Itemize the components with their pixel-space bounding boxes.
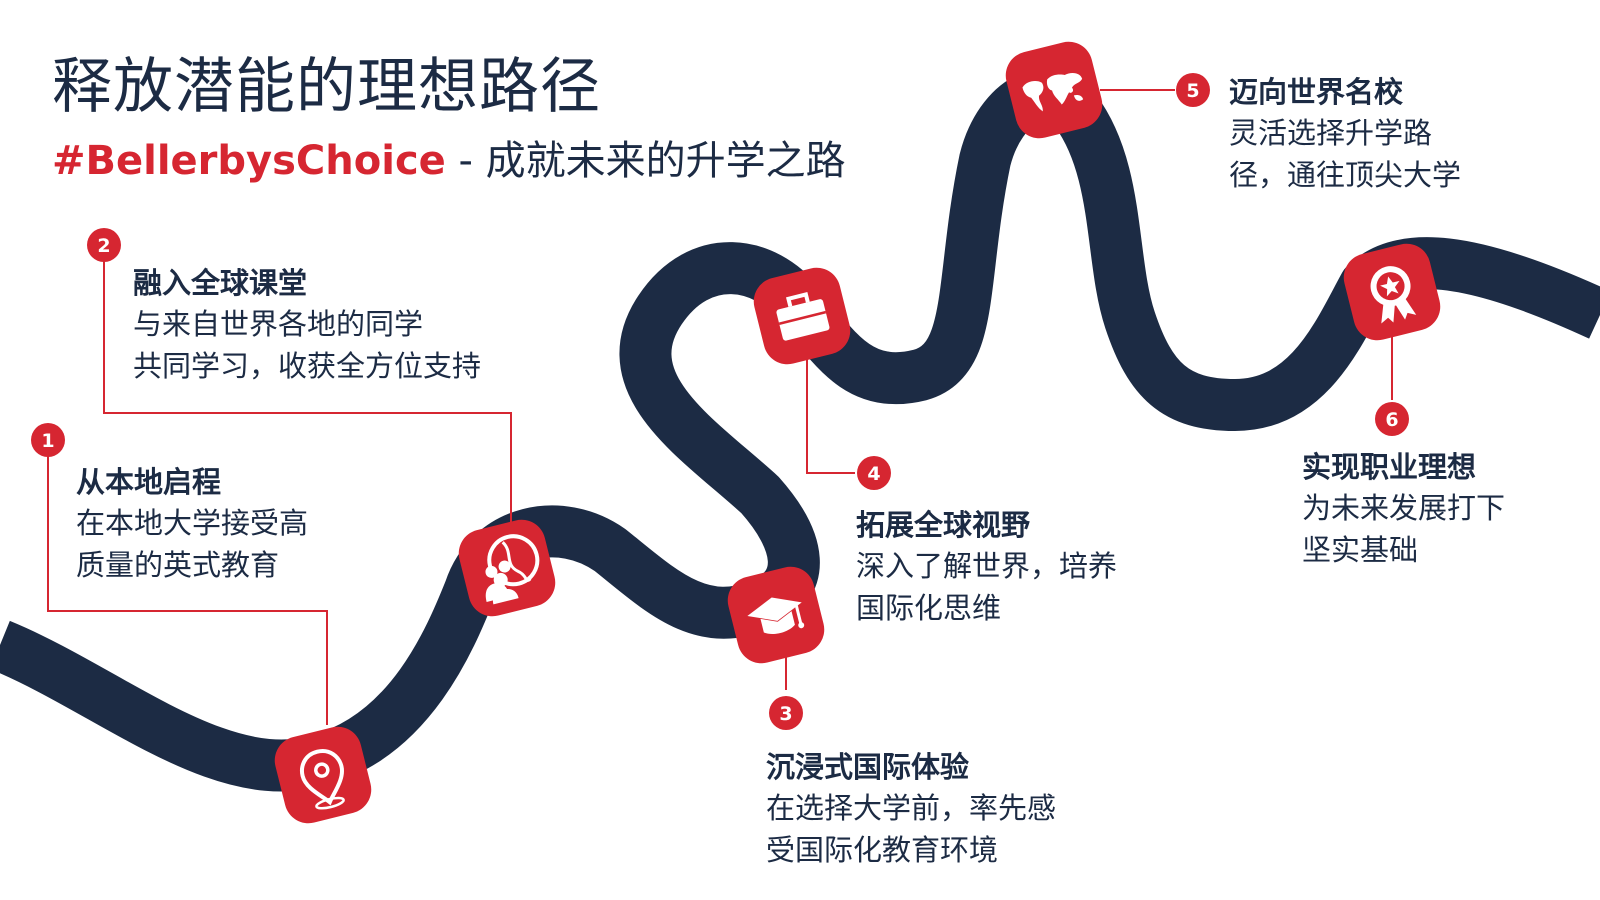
step-desc-line: 质量的英式教育 <box>76 548 280 582</box>
number-badge-2: 2 <box>87 228 121 262</box>
step-6-text: 实现职业理想 为未来发展打下 坚实基础 <box>1302 447 1505 571</box>
step-desc-line: 与来自世界各地的同学 <box>133 307 424 341</box>
step-desc-line: 受国际化教育环境 <box>766 833 999 867</box>
step-title: 迈向世界名校 <box>1229 75 1404 109</box>
number-badge-6: 6 <box>1375 402 1409 436</box>
svg-text:6: 6 <box>1385 409 1398 431</box>
svg-text:2: 2 <box>97 235 110 257</box>
step-title: 融入全球课堂 <box>133 266 308 300</box>
svg-text:3: 3 <box>779 703 792 725</box>
step-1-text: 从本地启程 在本地大学接受高 质量的英式教育 <box>76 462 308 586</box>
subtitle-text: - 成就未来的升学之路 <box>445 138 846 184</box>
students-globe-icon <box>458 519 556 617</box>
connector-lines <box>47 89 1393 725</box>
page-subtitle: #BellerbysChoice - 成就未来的升学之路 <box>52 128 846 186</box>
hashtag: #BellerbysChoice <box>52 138 446 184</box>
connector-2 <box>103 260 512 525</box>
number-badge-1: 1 <box>31 423 65 457</box>
step-desc-line: 坚实基础 <box>1302 533 1419 567</box>
connector-1 <box>47 450 328 725</box>
step-desc-line: 灵活选择升学路 <box>1229 116 1433 150</box>
award-rosette-icon <box>1343 243 1441 341</box>
world-map-icon <box>1005 41 1103 139</box>
number-badge-3: 3 <box>769 696 803 730</box>
connector-4 <box>806 340 855 474</box>
step-desc-line: 为未来发展打下 <box>1302 491 1506 525</box>
svg-text:5: 5 <box>1186 80 1199 102</box>
page-title: 释放潜能的理想路径 <box>52 52 601 122</box>
location-pin-icon <box>274 726 372 824</box>
step-2-text: 融入全球课堂 与来自世界各地的同学 共同学习，收获全方位支持 <box>133 263 481 387</box>
briefcase-icon <box>753 267 851 365</box>
step-desc-line: 共同学习，收获全方位支持 <box>133 349 482 383</box>
step-desc-line: 深入了解世界，培养 <box>856 549 1118 583</box>
number-badge-4: 4 <box>857 456 891 490</box>
number-badge-5: 5 <box>1176 73 1210 107</box>
step-title: 沉浸式国际体验 <box>766 750 970 784</box>
step-desc-line: 径，通往顶尖大学 <box>1229 158 1462 192</box>
step-desc-line: 在选择大学前，率先感 <box>766 791 1057 825</box>
step-desc-line: 国际化思维 <box>856 591 1002 625</box>
graduation-cap-icon <box>727 566 825 664</box>
step-5-text: 迈向世界名校 灵活选择升学路 径，通往顶尖大学 <box>1229 72 1461 196</box>
svg-text:4: 4 <box>867 463 880 485</box>
step-desc-line: 在本地大学接受高 <box>76 506 309 540</box>
step-3-text: 沉浸式国际体验 在选择大学前，率先感 受国际化教育环境 <box>766 747 1056 871</box>
step-title: 实现职业理想 <box>1302 450 1477 484</box>
step-title: 拓展全球视野 <box>856 508 1031 542</box>
step-title: 从本地启程 <box>76 465 222 499</box>
svg-text:1: 1 <box>41 430 54 452</box>
step-4-text: 拓展全球视野 深入了解世界，培养 国际化思维 <box>856 505 1117 629</box>
